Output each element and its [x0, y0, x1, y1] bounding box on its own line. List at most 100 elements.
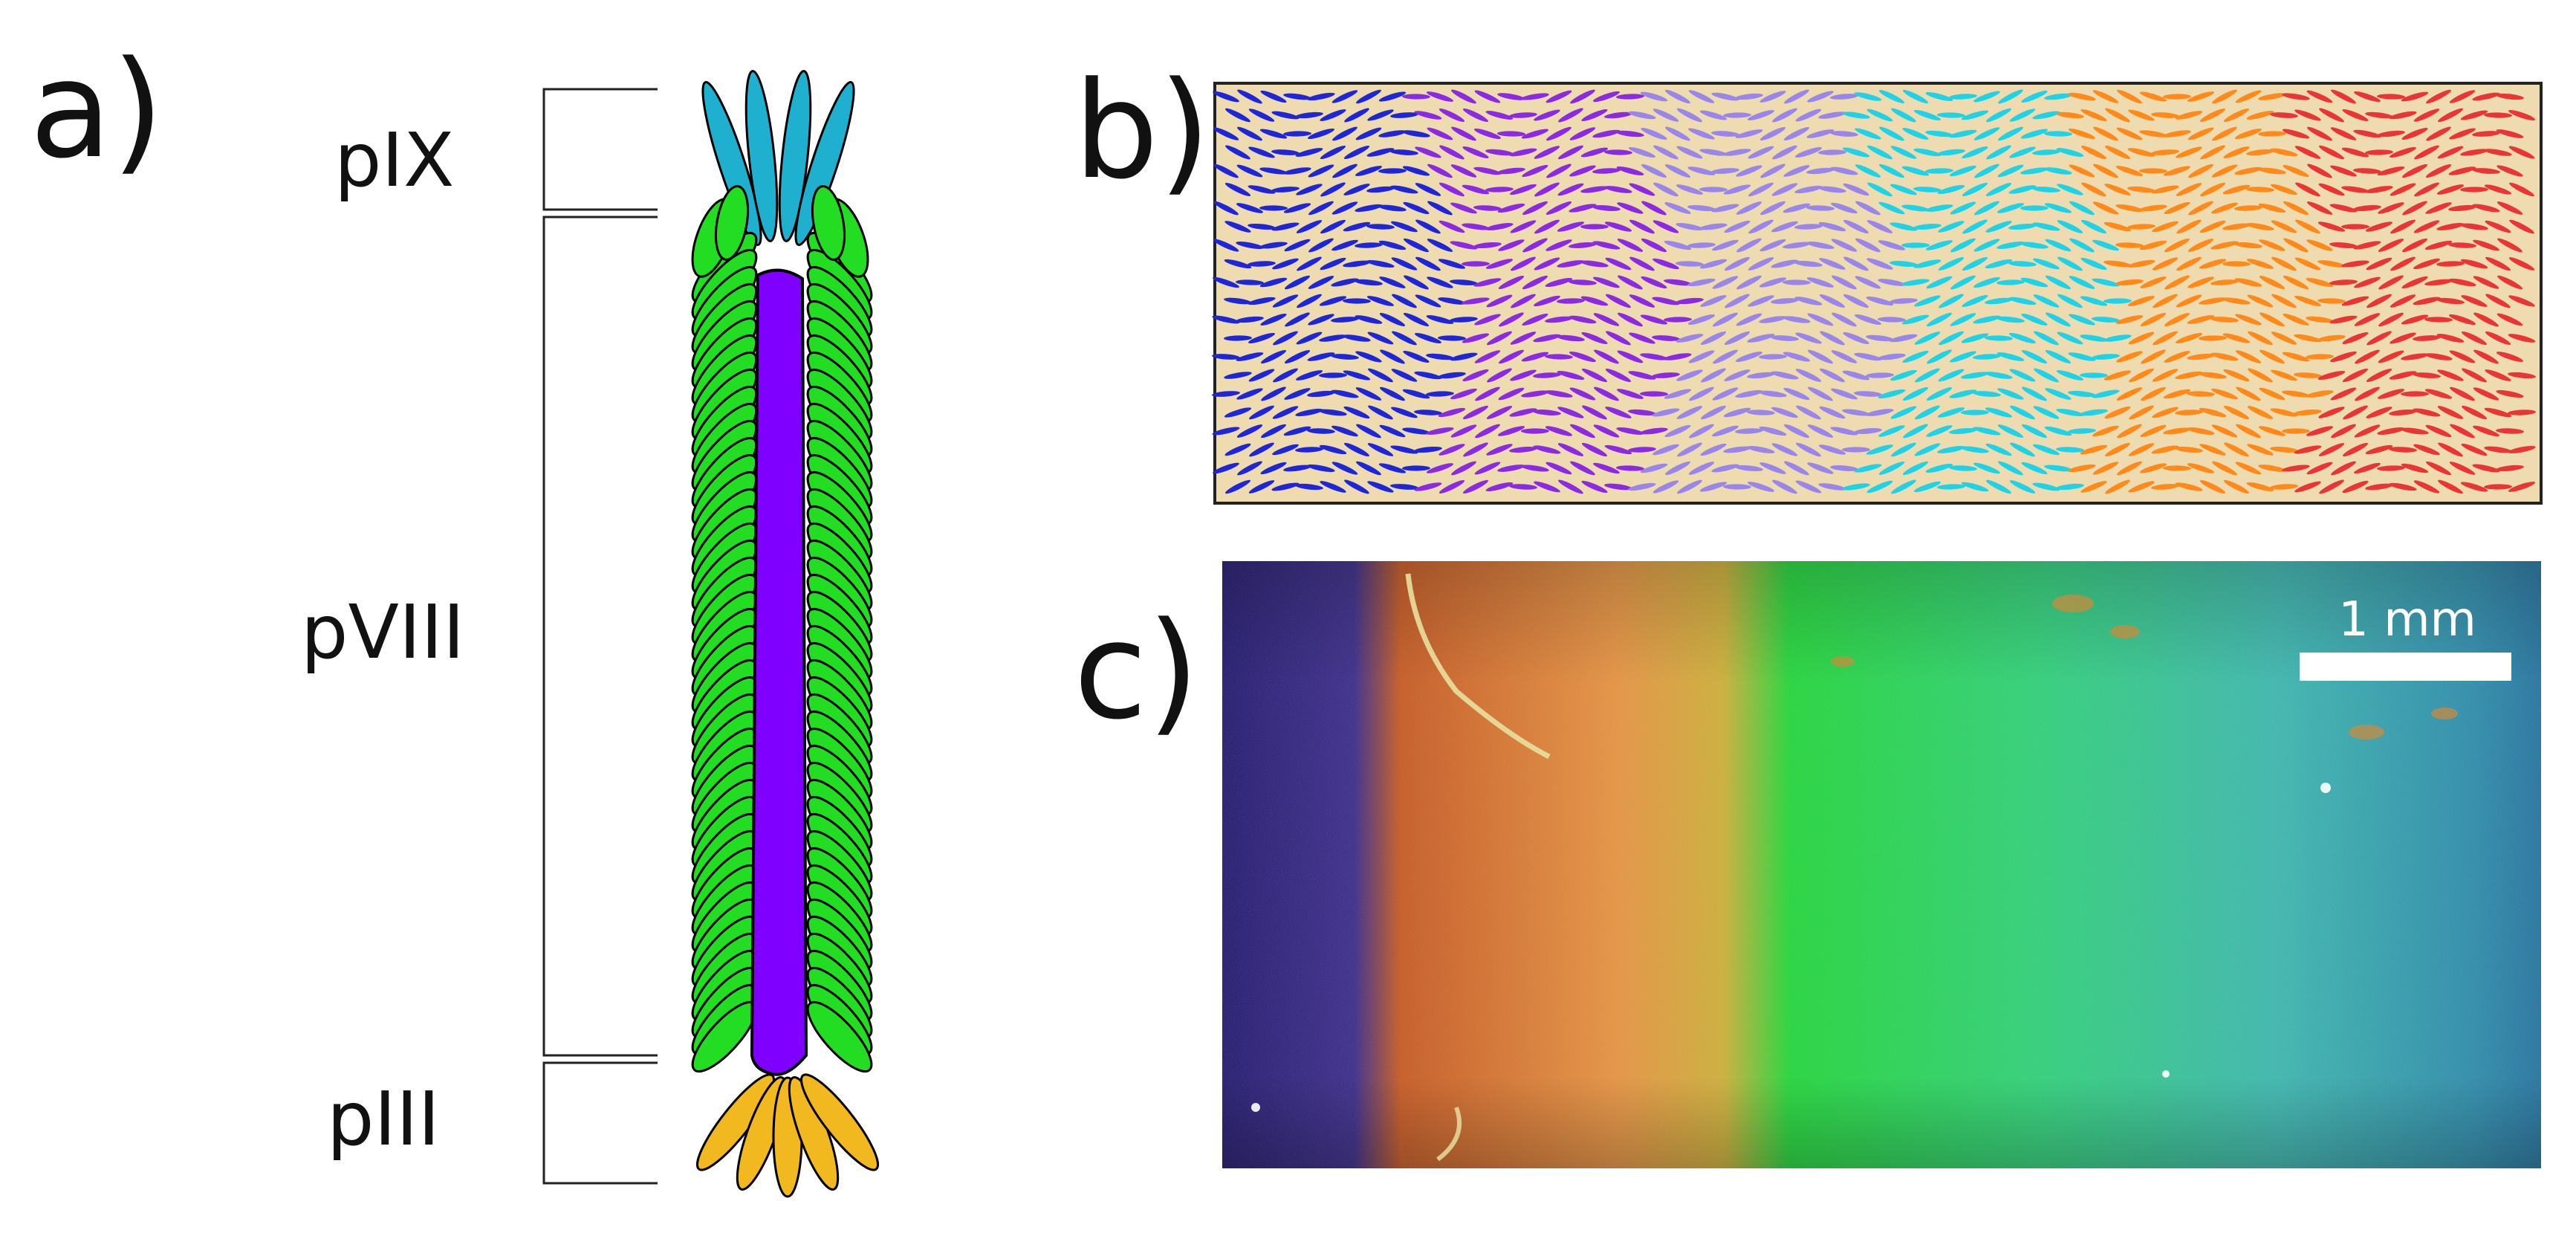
orientation-mark — [1687, 166, 1716, 175]
orientation-mark — [1629, 219, 1655, 234]
orientation-mark — [1462, 405, 1489, 420]
orientation-mark — [1664, 164, 1691, 178]
orientation-mark — [1212, 354, 1240, 360]
orientation-mark — [1616, 427, 1644, 436]
orientation-mark — [1390, 484, 1418, 490]
orientation-mark — [1747, 334, 1775, 343]
orientation-mark — [2115, 279, 2144, 286]
orientation-mark — [1581, 368, 1608, 383]
orientation-mark — [1925, 92, 1953, 101]
orientation-mark — [2319, 145, 2344, 160]
orientation-mark — [1618, 275, 1643, 290]
orientation-mark — [2318, 407, 2345, 418]
orientation-mark — [1497, 426, 1525, 436]
orientation-mark — [1402, 389, 1430, 399]
orientation-mark — [1878, 317, 1906, 323]
orientation-mark — [1677, 108, 1702, 123]
orientation-mark — [1213, 201, 1239, 216]
orientation-mark — [1248, 297, 1276, 305]
orientation-mark — [1735, 428, 1763, 434]
orientation-mark — [1711, 464, 1739, 473]
orientation-mark — [1390, 185, 1418, 194]
orientation-mark — [1259, 167, 1288, 175]
orientation-mark — [1878, 279, 1906, 286]
orientation-mark — [2199, 407, 2227, 418]
orientation-mark — [2211, 424, 2238, 438]
orientation-mark — [1652, 444, 1679, 456]
orientation-mark — [1889, 222, 1918, 231]
orientation-mark — [1427, 201, 1453, 216]
orientation-mark — [1522, 238, 1548, 253]
orientation-mark — [1736, 238, 1762, 253]
orientation-mark — [1249, 405, 1274, 420]
orientation-mark — [1831, 388, 1858, 400]
orientation-mark — [2224, 442, 2249, 457]
orientation-mark — [2008, 297, 2037, 305]
orientation-mark — [1687, 278, 1716, 287]
orientation-mark — [1699, 223, 1727, 230]
orientation-mark — [2508, 482, 2536, 492]
orientation-mark — [1759, 126, 1786, 141]
orientation-mark — [1901, 166, 1930, 176]
orientation-mark — [1794, 185, 1823, 194]
orientation-mark — [1902, 461, 1929, 476]
orientation-mark — [1593, 276, 1620, 288]
orientation-mark — [1355, 127, 1382, 140]
orientation-mark — [2473, 387, 2499, 401]
orientation-mark — [1224, 183, 1251, 196]
orientation-mark — [2164, 275, 2190, 290]
orientation-mark — [1439, 145, 1464, 160]
orientation-mark — [1675, 297, 1704, 305]
orientation-mark — [2496, 201, 2523, 215]
orientation-mark — [2092, 462, 2119, 475]
orientation-mark — [2210, 279, 2239, 285]
orientation-mark — [1237, 126, 1262, 141]
orientation-mark — [1961, 482, 1989, 492]
orientation-mark — [2317, 298, 2346, 304]
orientation-mark — [2271, 369, 2297, 381]
orientation-mark — [1902, 386, 1929, 401]
orientation-mark — [1759, 390, 1787, 398]
orientation-mark — [2187, 463, 2215, 473]
orientation-mark — [1510, 369, 1537, 381]
orientation-mark — [2020, 129, 2048, 139]
orientation-mark — [2176, 146, 2202, 158]
orientation-mark — [2187, 276, 2214, 288]
orientation-mark — [1320, 145, 1346, 160]
orientation-mark — [1604, 221, 1632, 232]
orientation-mark — [2210, 352, 2239, 361]
orientation-mark — [1295, 483, 1323, 491]
orientation-mark — [2342, 331, 2369, 345]
orientation-mark — [2103, 334, 2132, 342]
orientation-mark — [1249, 442, 1274, 457]
orientation-mark — [2164, 238, 2190, 253]
orientation-mark — [2317, 260, 2346, 268]
orientation-mark — [1628, 146, 1656, 158]
orientation-mark — [2163, 427, 2191, 435]
orientation-mark — [1485, 111, 1514, 120]
orientation-mark — [2496, 93, 2524, 100]
orientation-mark — [2282, 390, 2310, 398]
orientation-mark — [1807, 313, 1834, 326]
orientation-mark — [2127, 296, 2155, 306]
orientation-mark — [2068, 128, 2096, 140]
orientation-mark — [1295, 408, 1323, 417]
orientation-mark — [1759, 277, 1787, 288]
orientation-mark — [2248, 368, 2273, 383]
orientation-mark — [2139, 130, 2167, 137]
orientation-mark — [1403, 201, 1430, 215]
orientation-mark — [2128, 443, 2155, 456]
orientation-mark — [1487, 368, 1512, 383]
orientation-mark — [1283, 131, 1311, 137]
orientation-mark — [1925, 130, 1953, 137]
orientation-mark — [1794, 224, 1823, 230]
orientation-mark — [1723, 184, 1751, 195]
orientation-mark — [2508, 295, 2535, 307]
orientation-mark — [2092, 389, 2120, 398]
orientation-mark — [1808, 386, 1833, 401]
orientation-mark — [2378, 312, 2404, 327]
orientation-mark — [1652, 220, 1679, 233]
orientation-mark — [1224, 443, 1251, 456]
orientation-mark — [1331, 354, 1359, 360]
